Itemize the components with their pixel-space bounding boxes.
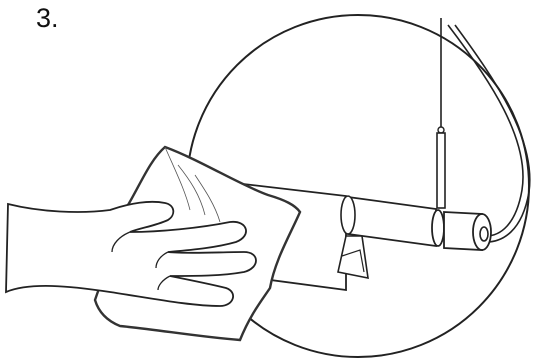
wire-clip <box>438 127 444 133</box>
sensor-collar <box>432 210 444 246</box>
support-rod <box>437 133 445 208</box>
